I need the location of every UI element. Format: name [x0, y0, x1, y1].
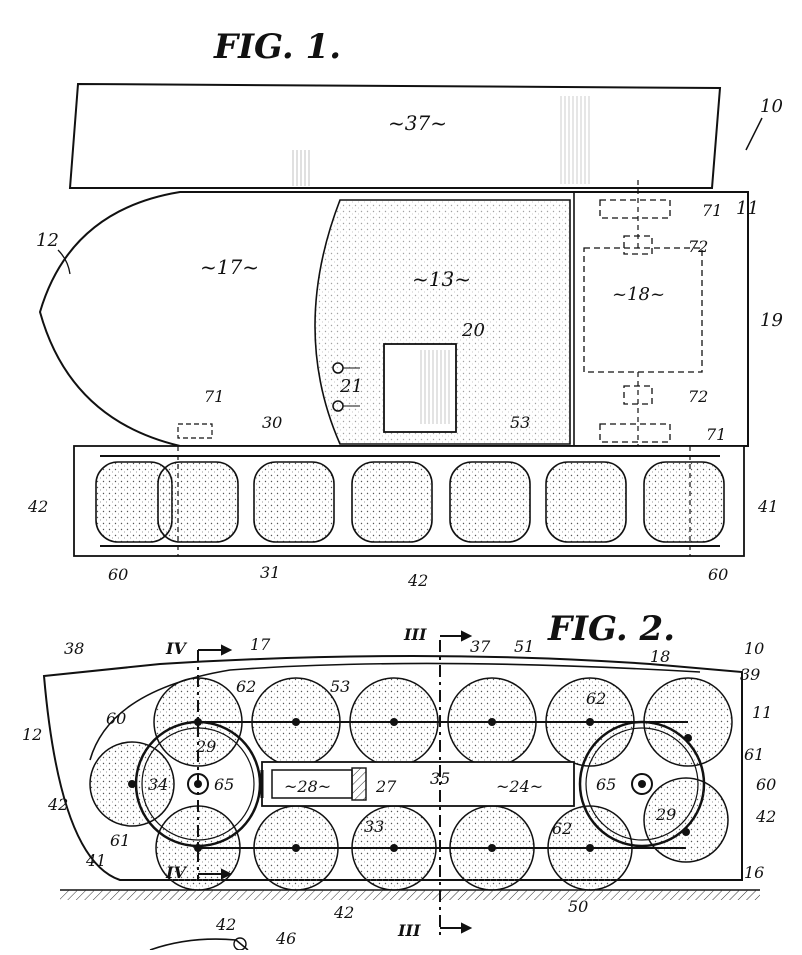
- label-72-bottom: 72: [688, 387, 708, 406]
- label-42-bottom-fig2: 42: [333, 903, 354, 922]
- figure-2: FIG. 2.: [22, 609, 776, 940]
- label-33: 33: [364, 817, 384, 836]
- label-31: 31: [260, 563, 280, 582]
- label-18: ~18~: [612, 284, 665, 305]
- label-38: 38: [64, 639, 84, 658]
- figure-2-title: FIG. 2.: [547, 609, 675, 649]
- label-17-fig2: 17: [250, 635, 271, 654]
- label-37: ~37~: [388, 111, 447, 135]
- label-42-left: 42: [27, 497, 48, 516]
- central-housing: [260, 761, 575, 807]
- label-60-left: 60: [108, 565, 128, 584]
- wheel-hubs: [128, 718, 692, 852]
- wheel-track-top-view: [73, 445, 745, 557]
- label-65-left: 65: [214, 775, 234, 794]
- label-27: 27: [375, 777, 397, 796]
- label-16: 16: [744, 863, 764, 882]
- label-19: 19: [760, 310, 783, 331]
- label-61-right: 61: [744, 745, 764, 764]
- label-60-right: 60: [708, 565, 728, 584]
- label-30: 30: [262, 413, 282, 432]
- section-iii-bottom: III: [397, 921, 421, 940]
- label-24: ~24~: [496, 777, 543, 796]
- label-62-right: 62: [586, 689, 606, 708]
- label-21: 21: [339, 376, 363, 397]
- label-10: 10: [760, 96, 783, 117]
- label-71-top: 71: [702, 201, 722, 220]
- label-11-fig2: 11: [752, 703, 772, 722]
- label-41-fig2: 41: [85, 851, 106, 870]
- section-lines: [197, 630, 473, 936]
- label-53: 53: [510, 413, 530, 432]
- figure-1-title: FIG. 1.: [213, 27, 341, 67]
- canopy-37: [68, 82, 722, 189]
- label-65-right: 65: [596, 775, 616, 794]
- label-62-lower: 62: [552, 819, 572, 838]
- label-42-left-fig2: 42: [47, 795, 68, 814]
- label-13: ~13~: [412, 267, 471, 291]
- figure-3-partial: 42 46: [149, 915, 296, 951]
- label-41: 41: [757, 497, 778, 516]
- section-iii-top: III: [403, 625, 427, 644]
- label-60-left-fig2: 60: [106, 709, 126, 728]
- label-61-left: 61: [110, 831, 130, 850]
- label-71-left: 71: [204, 387, 224, 406]
- label-12: 12: [36, 230, 59, 251]
- label-28: ~28~: [284, 777, 331, 796]
- label-46: 46: [275, 929, 296, 948]
- section-iv-top: IV: [165, 639, 187, 658]
- label-50: 50: [568, 897, 588, 916]
- label-53-fig2: 53: [330, 677, 350, 696]
- label-34: 34: [148, 775, 168, 794]
- label-51: 51: [514, 637, 534, 656]
- figure-1: FIG. 1.: [27, 27, 783, 590]
- label-42-fig3: 42: [215, 915, 236, 934]
- label-37-fig2: 37: [470, 637, 491, 656]
- label-60-right-fig2: 60: [756, 775, 776, 794]
- hull-body: [38, 180, 749, 447]
- section-iv-bottom: IV: [165, 863, 187, 882]
- label-11: 11: [736, 198, 759, 219]
- label-18-fig2: 18: [650, 647, 670, 666]
- label-42-bottom: 42: [407, 571, 428, 590]
- label-35: 35: [430, 769, 450, 788]
- label-10-fig2: 10: [744, 639, 764, 658]
- label-12-fig2: 12: [22, 725, 42, 744]
- label-62-left: 62: [236, 677, 256, 696]
- label-39: 39: [740, 665, 760, 684]
- label-72-top: 72: [688, 237, 708, 256]
- label-42-right-fig2: 42: [755, 807, 776, 826]
- label-29-right: 29: [655, 805, 676, 824]
- ground-line: [60, 889, 760, 900]
- label-17: ~17~: [200, 255, 259, 279]
- label-20: 20: [461, 320, 485, 341]
- label-29-left: 29: [195, 737, 216, 756]
- label-71-bottom: 71: [706, 425, 726, 444]
